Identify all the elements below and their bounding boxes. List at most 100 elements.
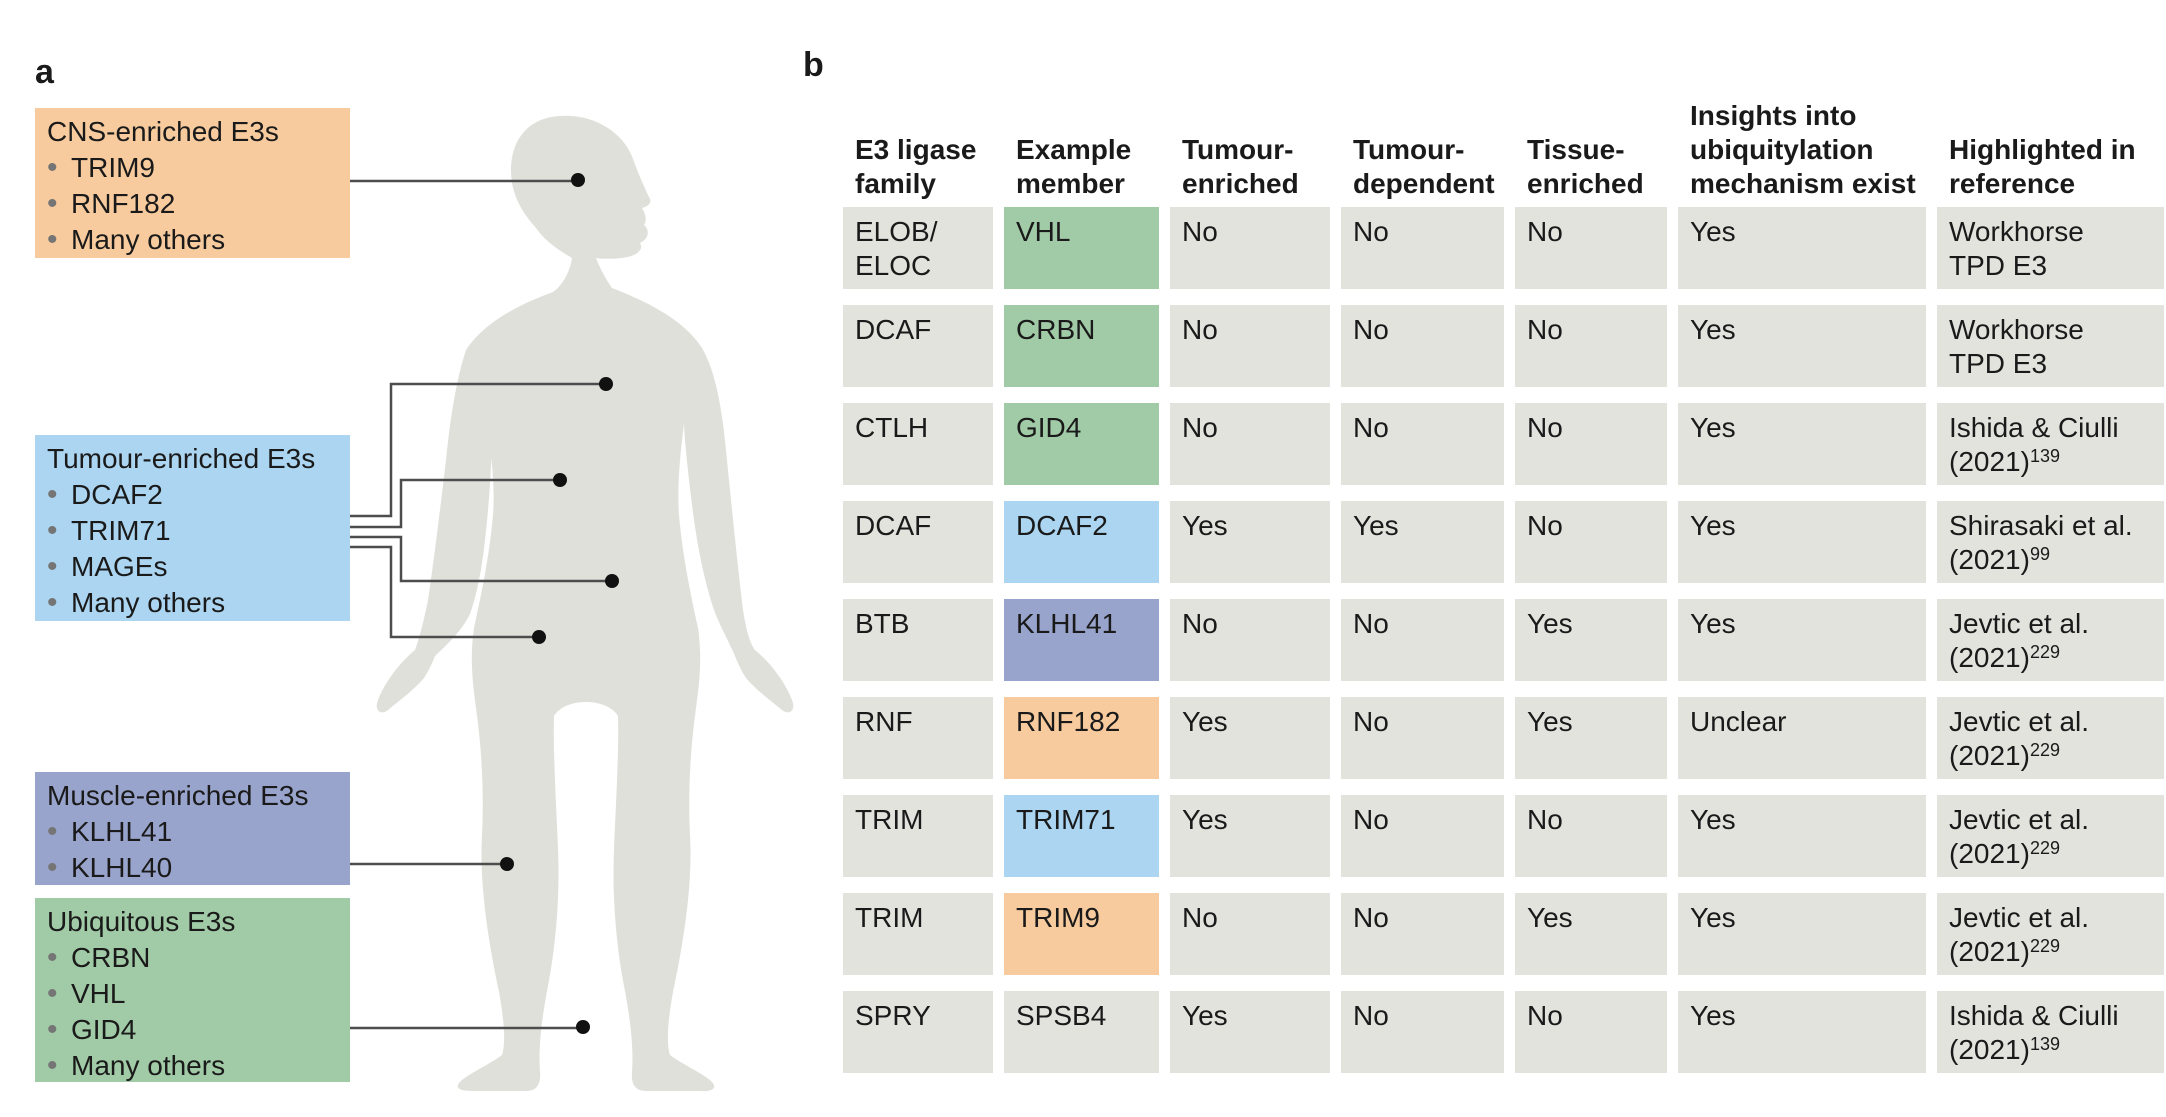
reference-superscript: 229 <box>2029 936 2060 956</box>
reference-text: Ishida & Ciulli (2021) <box>1949 1000 2119 1065</box>
cell-tumour-dependent: No <box>1341 599 1504 681</box>
table-body: ELOB/ ELOC VHL No No No Yes Workhorse TP… <box>843 207 2164 1073</box>
callout-item-label: RNF182 <box>71 188 176 219</box>
callout-item-label: DCAF2 <box>71 479 163 510</box>
cell-tumour-enriched: No <box>1170 893 1330 975</box>
bullet-icon: • <box>47 851 58 884</box>
callout-item-label: MAGEs <box>71 551 168 582</box>
cell-reference: Workhorse TPD E3 <box>1937 207 2164 289</box>
cell-e3-family: DCAF <box>843 501 993 583</box>
cell-example-member: KLHL41 <box>1004 599 1159 681</box>
cell-example-member: RNF182 <box>1004 697 1159 779</box>
cell-reference: Jevtic et al. (2021)229 <box>1937 893 2164 975</box>
cell-reference: Ishida & Ciulli (2021)139 <box>1937 403 2164 485</box>
callout-item-label: KLHL40 <box>71 852 173 883</box>
reference-text: Workhorse TPD E3 <box>1949 314 2084 379</box>
cell-tumour-enriched: Yes <box>1170 991 1330 1073</box>
cell-tissue-enriched: Yes <box>1515 697 1667 779</box>
cell-insights: Yes <box>1678 305 1926 387</box>
cell-tumour-enriched: No <box>1170 599 1330 681</box>
cell-example-member: TRIM9 <box>1004 893 1159 975</box>
callout-item: • GID4 <box>47 1012 340 1048</box>
cell-tissue-enriched: No <box>1515 795 1667 877</box>
cell-tissue-enriched: No <box>1515 403 1667 485</box>
cell-insights: Unclear <box>1678 697 1926 779</box>
callout-item-label: TRIM9 <box>71 152 155 183</box>
callout-item-label: Many others <box>71 224 226 255</box>
reference-text: Shirasaki et al. (2021) <box>1949 510 2133 575</box>
human-body-silhouette-diagram <box>350 115 794 1092</box>
cell-tumour-dependent: No <box>1341 207 1504 289</box>
target-dot-chest <box>599 377 613 391</box>
cell-insights: Yes <box>1678 501 1926 583</box>
callout-item: • KLHL40 <box>47 850 340 886</box>
cell-tumour-dependent: No <box>1341 795 1504 877</box>
callout-item: •TRIM71 <box>47 513 340 549</box>
column-header-tissue-enriched: Tissue- enriched <box>1527 134 1644 199</box>
cell-tumour-enriched: Yes <box>1170 697 1330 779</box>
callout-item-label: TRIM71 <box>71 515 171 546</box>
callout-item: •Many others <box>47 585 340 621</box>
callout-title: Muscle-enriched E3s <box>47 780 309 811</box>
callout-tumour-enriched: Tumour-enriched E3s •DCAF2•TRIM71•MAGEs•… <box>35 435 350 621</box>
cell-tumour-enriched: Yes <box>1170 795 1330 877</box>
cell-example-member: DCAF2 <box>1004 501 1159 583</box>
bullet-icon: • <box>47 1049 58 1082</box>
reference-text: Jevtic et al. (2021) <box>1949 902 2090 967</box>
reference-text: Workhorse TPD E3 <box>1949 216 2084 281</box>
callout-item-label: CRBN <box>71 942 151 973</box>
cell-insights: Yes <box>1678 795 1926 877</box>
cell-tissue-enriched: No <box>1515 501 1667 583</box>
cell-tissue-enriched: No <box>1515 207 1667 289</box>
callout-item: • DCAF2 <box>47 477 340 513</box>
cell-tumour-enriched: Yes <box>1170 501 1330 583</box>
callout-title: Ubiquitous E3s <box>47 906 236 937</box>
callout-cns-enriched: CNS-enriched E3s •TRIM9•RNF182•Many othe… <box>35 108 350 258</box>
callout-item-label: GID4 <box>71 1014 137 1045</box>
bullet-icon: • <box>47 1013 58 1046</box>
callout-ubiquitous: Ubiquitous E3s •CRBN•VHL•GID4•Many other… <box>35 898 350 1082</box>
panel-b-label: b <box>803 46 824 84</box>
cell-insights: Yes <box>1678 207 1926 289</box>
reference-text: Jevtic et al. (2021) <box>1949 608 2090 673</box>
cell-insights: Yes <box>1678 403 1926 485</box>
callout-item: • Many others <box>47 1048 340 1084</box>
reference-superscript: 139 <box>2029 446 2060 466</box>
target-dot-pelvis <box>605 574 619 588</box>
bullet-icon: • <box>47 478 58 511</box>
bullet-icon: • <box>47 151 58 184</box>
cell-reference: Shirasaki et al. (2021)99 <box>1937 501 2164 583</box>
bullet-icon: • <box>47 187 58 220</box>
callout-item: •Many others <box>47 222 340 258</box>
cell-e3-family: SPRY <box>843 991 993 1073</box>
cell-insights: Yes <box>1678 991 1926 1073</box>
cell-tumour-dependent: No <box>1341 697 1504 779</box>
connector-line-tumour-chest <box>350 382 606 518</box>
cell-tumour-enriched: No <box>1170 403 1330 485</box>
reference-superscript: 229 <box>2029 740 2060 760</box>
column-header-tumour-enriched: Tumour- enriched <box>1182 134 1299 199</box>
cell-reference: Workhorse TPD E3 <box>1937 305 2164 387</box>
reference-text: Jevtic et al. (2021) <box>1949 706 2090 771</box>
connector-line-tumour-thigh <box>350 545 539 639</box>
column-header-insights: Insights into ubiquitylation mechanism e… <box>1690 100 1916 199</box>
cell-tumour-enriched: No <box>1170 207 1330 289</box>
column-header-reference: Highlighted in reference <box>1949 134 2136 199</box>
connector-line-tumour-pelvis <box>350 535 612 583</box>
column-header-example-member: Example member <box>1016 134 1132 199</box>
cell-e3-family: DCAF <box>843 305 993 387</box>
reference-superscript: 139 <box>2029 1034 2060 1054</box>
cell-example-member: CRBN <box>1004 305 1159 387</box>
cell-e3-family: BTB <box>843 599 993 681</box>
callout-item-label: Many others <box>71 1050 226 1081</box>
callout-item: • TRIM9 <box>47 150 340 186</box>
reference-superscript: 229 <box>2029 838 2060 858</box>
callout-item: •KLHL41 <box>47 814 340 850</box>
cell-example-member: SPSB4 <box>1004 991 1159 1073</box>
bullet-icon: • <box>47 550 58 583</box>
bullet-icon: • <box>47 977 58 1010</box>
cell-tissue-enriched: Yes <box>1515 599 1667 681</box>
column-header-tumour-dependent: Tumour- dependent <box>1353 134 1495 199</box>
cell-e3-family: ELOB/ ELOC <box>843 207 993 289</box>
callout-muscle-enriched: Muscle-enriched E3s •KLHL41• KLHL40 <box>35 772 350 885</box>
